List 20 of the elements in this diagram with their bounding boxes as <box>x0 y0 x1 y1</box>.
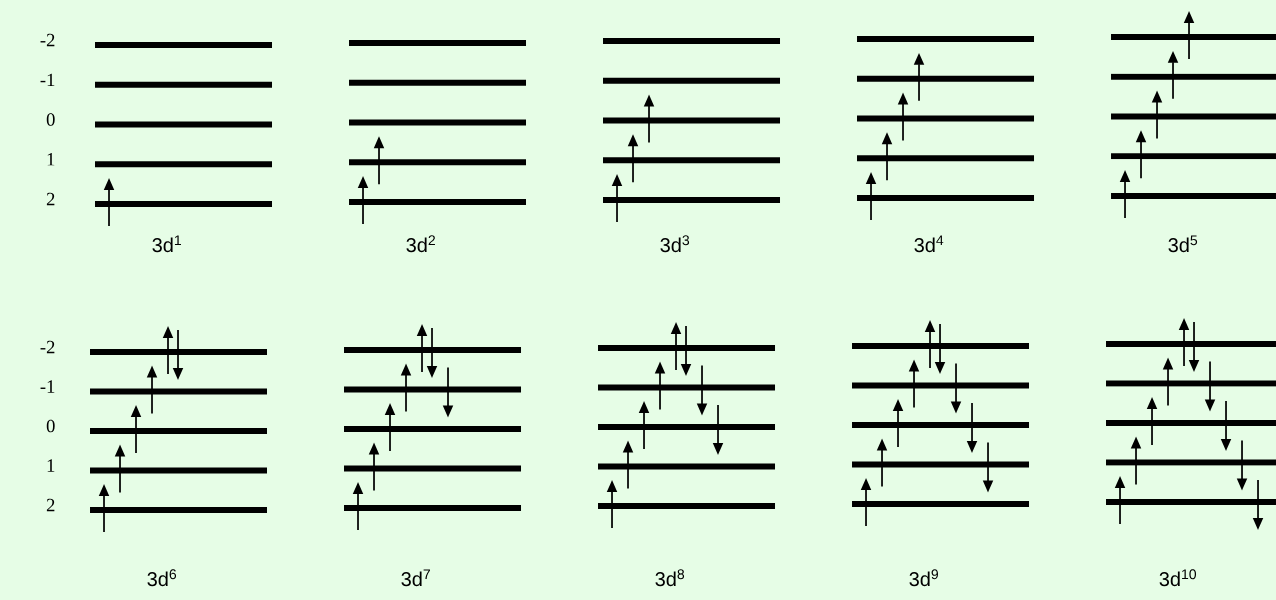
configuration-label: 3d$^{7}$ <box>401 569 430 587</box>
quantum-number-label: 2 <box>46 498 55 512</box>
quantum-number-label: -1 <box>40 380 55 393</box>
configuration-label: 3d$^{5}$ <box>1168 235 1198 253</box>
configuration-label: 3d$^{9}$ <box>909 569 938 587</box>
quantum-number-label: 1 <box>47 459 55 472</box>
configuration-label: 3d$^{2}$ <box>406 235 435 253</box>
configuration-label: 3d$^{3}$ <box>660 235 690 253</box>
quantum-number-label: 2 <box>46 192 55 206</box>
quantum-number-label: -2 <box>40 340 55 354</box>
configuration-label: 3d$^{6}$ <box>147 569 177 587</box>
configuration-label: 3d$^{4}$ <box>914 235 944 253</box>
quantum-number-label: 0 <box>46 113 55 126</box>
quantum-number-label: -1 <box>40 73 55 86</box>
configuration-label: 3d$^{8}$ <box>655 569 685 587</box>
quantum-number-label: -2 <box>40 33 55 47</box>
quantum-number-label: 1 <box>47 153 55 166</box>
configuration-label: 3d$^{1}$ <box>152 235 181 253</box>
configuration-label: 3d$^{10}$ <box>1159 569 1197 587</box>
quantum-number-label: 0 <box>46 419 55 433</box>
